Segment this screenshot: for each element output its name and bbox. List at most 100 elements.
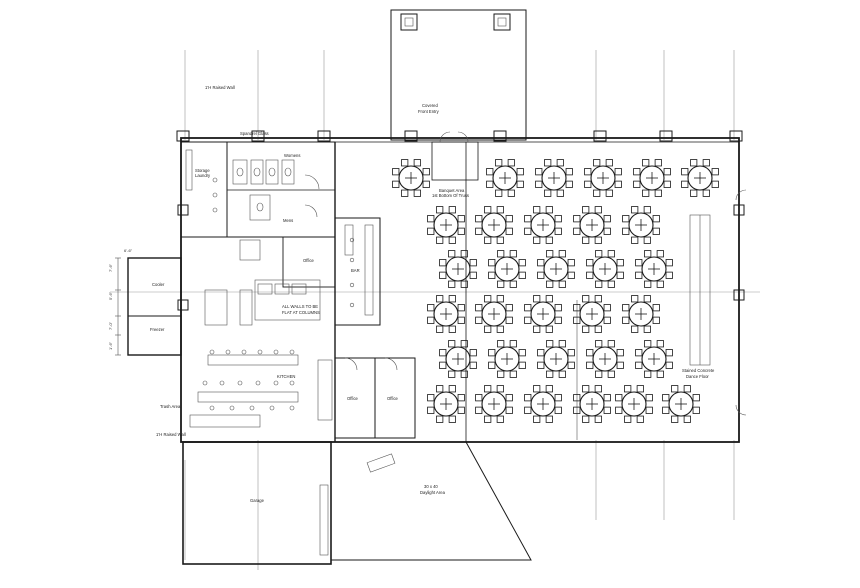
banquet-table: [622, 295, 660, 333]
label-covered-2: Front Entry: [418, 109, 440, 114]
banquet-table: [633, 159, 671, 197]
table-chair: [582, 325, 590, 333]
table-chair: [413, 189, 421, 197]
table-chair: [535, 180, 543, 188]
table-chair: [507, 189, 515, 197]
table-chair: [488, 361, 496, 369]
table-chair: [554, 215, 562, 223]
table-chair: [518, 349, 526, 357]
table-chair: [518, 271, 526, 279]
table-chair: [652, 316, 660, 324]
covered-front-entry: [390, 9, 527, 141]
banquet-table: [573, 295, 611, 333]
table-chair: [505, 215, 513, 223]
entry-vestibule: [431, 131, 479, 181]
table-chair: [448, 250, 456, 258]
table-chair: [537, 271, 545, 279]
table-chair: [392, 180, 400, 188]
label-cooler: Cooler: [152, 282, 165, 287]
table-chair: [496, 325, 504, 333]
table-chair: [692, 394, 700, 402]
table-chair: [509, 250, 517, 258]
table-chair: [702, 189, 710, 197]
table-chair: [546, 280, 554, 288]
table-chair: [484, 295, 492, 303]
table-chair: [633, 180, 641, 188]
table-chair: [496, 206, 504, 214]
table-chair: [644, 340, 652, 348]
table-chair: [556, 159, 564, 167]
table-chair: [645, 406, 653, 414]
table-chair: [582, 206, 590, 214]
table-chair: [556, 189, 564, 197]
banquet-table: [635, 340, 673, 378]
table-chair: [633, 168, 641, 176]
building-outline: [180, 137, 740, 443]
table-chair: [624, 385, 632, 393]
table-chair: [635, 271, 643, 279]
table-chair: [546, 250, 554, 258]
table-chair: [488, 259, 496, 267]
table-chair: [533, 295, 541, 303]
banquet-table: [573, 385, 611, 423]
table-chair: [537, 349, 545, 357]
table-chair: [631, 206, 639, 214]
table-chair: [439, 361, 447, 369]
table-chair: [644, 370, 652, 378]
table-chair: [603, 406, 611, 414]
table-chair: [457, 304, 465, 312]
table-chair: [636, 385, 644, 393]
table-chair: [622, 227, 630, 235]
dimension-strings: 6’-6” 7’-6” 5’-6” 7’-0” 1’-6”: [108, 248, 133, 350]
table-chair: [586, 259, 594, 267]
banquet-table: [427, 385, 465, 423]
table-chair: [436, 206, 444, 214]
table-chair: [448, 415, 456, 423]
table-chair: [631, 236, 639, 244]
table-chair: [622, 304, 630, 312]
table-chair: [544, 159, 552, 167]
table-chair: [665, 259, 673, 267]
table-chair: [422, 168, 430, 176]
table-chair: [509, 280, 517, 288]
label-dance-floor-1: Stained Concrete: [682, 368, 715, 373]
table-chair: [631, 295, 639, 303]
table-chair: [524, 394, 532, 402]
table-chair: [595, 370, 603, 378]
table-chair: [545, 295, 553, 303]
table-chair: [582, 295, 590, 303]
table-chair: [594, 385, 602, 393]
table-chair: [636, 415, 644, 423]
table-chair: [509, 370, 517, 378]
garage-and-daylight: [182, 441, 532, 565]
label-raised-wall-top: 1’H Raised Wall: [205, 85, 235, 90]
table-chair: [607, 280, 615, 288]
table-chair: [635, 349, 643, 357]
banquet-table: [475, 206, 513, 244]
table-chair: [524, 406, 532, 414]
table-chair: [448, 325, 456, 333]
label-office-2: Office: [347, 396, 359, 401]
table-chair: [622, 215, 630, 223]
label-walls-note-1: ALL WALLS TO BE: [282, 304, 318, 309]
banquet-table: [488, 250, 526, 288]
table-chair: [524, 215, 532, 223]
table-chair: [558, 370, 566, 378]
table-chair: [607, 340, 615, 348]
table-chair: [439, 271, 447, 279]
table-chair: [495, 159, 503, 167]
banquet-table: [486, 159, 524, 197]
table-chair: [475, 304, 483, 312]
plan-labels: 1’H Raised Wall Covered Front Entry Span…: [150, 85, 715, 503]
table-chair: [427, 215, 435, 223]
banquet-table: [535, 159, 573, 197]
table-chair: [665, 271, 673, 279]
table-chair: [475, 406, 483, 414]
table-chair: [524, 227, 532, 235]
table-chair: [616, 259, 624, 267]
table-chair: [635, 259, 643, 267]
table-chair: [683, 415, 691, 423]
table-chair: [545, 236, 553, 244]
table-chair: [573, 316, 581, 324]
